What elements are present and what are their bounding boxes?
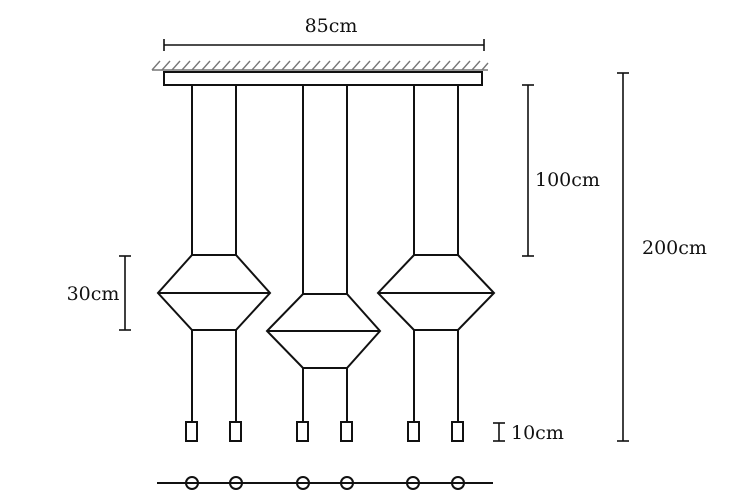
- layout-dot-3: [296, 476, 310, 490]
- socket-middle-2: [340, 421, 353, 442]
- socket-height-dimension: 10cm: [493, 422, 564, 444]
- layout-dot-2: [229, 476, 243, 490]
- layout-dot-5: [406, 476, 420, 490]
- total-height-dimension: 200cm: [617, 72, 707, 442]
- socket-right-1: [407, 421, 420, 442]
- ceiling-canopy: [163, 71, 483, 86]
- socket-left-1: [185, 421, 198, 442]
- width-dimension: 85cm: [163, 15, 485, 51]
- socket-middle-1: [296, 421, 309, 442]
- pendant-right: [376, 85, 496, 442]
- ceiling-hatch: [151, 60, 489, 71]
- pendant-left: [156, 85, 272, 442]
- shade-height-label: 30cm: [67, 283, 120, 305]
- drop-label: 100cm: [535, 169, 600, 191]
- width-label: 85cm: [305, 15, 358, 37]
- total-height-label: 200cm: [642, 237, 707, 259]
- socket-left-2: [229, 421, 242, 442]
- socket-layout-view: [157, 476, 493, 490]
- socket-right-2: [451, 421, 464, 442]
- layout-dot-6: [451, 476, 465, 490]
- layout-dot-4: [340, 476, 354, 490]
- pendant-middle: [265, 85, 382, 442]
- layout-dot-1: [185, 476, 199, 490]
- drop-dimension: 100cm: [522, 84, 600, 257]
- shade-height-dimension: 30cm: [67, 255, 131, 331]
- socket-height-label: 10cm: [511, 422, 564, 444]
